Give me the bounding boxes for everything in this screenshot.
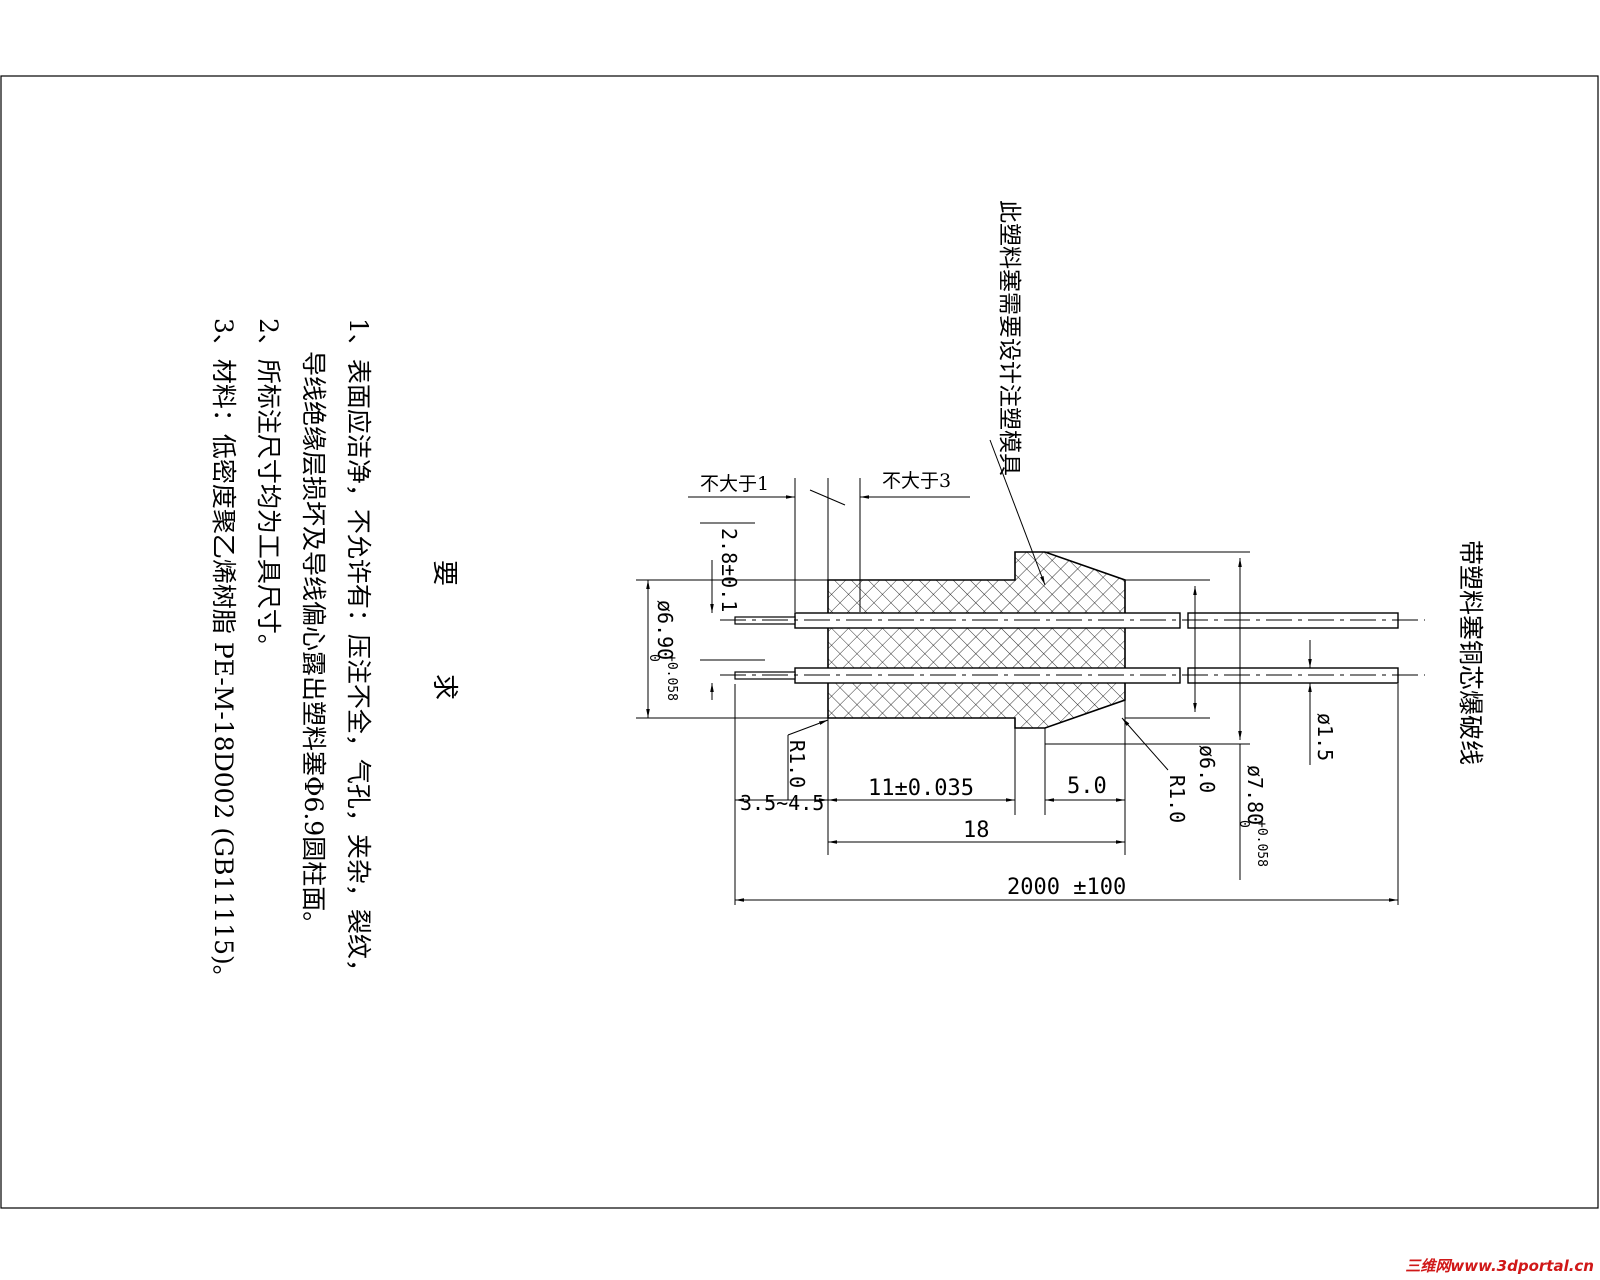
plug-note-label: 此塑料塞需要设计注塑模具: [996, 200, 1022, 476]
wire-centerlines: [720, 619, 1425, 676]
dim-length-5: 5.0: [1067, 774, 1107, 799]
drawing-frame: [0, 75, 1599, 1209]
dim-length-11: 11±0.035: [868, 776, 974, 801]
svg-text:0: 0: [1236, 820, 1251, 828]
dim-r-right: R1.0: [1165, 775, 1189, 823]
svg-text:+0.058: +0.058: [1254, 820, 1269, 867]
svg-text:+0.058: +0.058: [664, 654, 679, 701]
svg-text:0: 0: [646, 654, 661, 662]
dim-phi-7-80: ø7.80 +0.058 0: [1236, 765, 1269, 867]
dim-strip-length: 3.5~4.5: [740, 791, 824, 815]
requirement-item-2: 2、所标注尺寸均为工具尺寸。: [254, 318, 283, 659]
dimension-lines: [636, 439, 1399, 905]
wire-lower: [794, 667, 1399, 684]
wire-title-label: 带塑料塞铜芯爆破线: [1456, 540, 1485, 765]
requirements-heading: 要 求: [429, 560, 459, 712]
requirement-item-1: 1、表面应洁净，不允许有：压注不全，气孔，夹杂，裂纹，: [344, 318, 373, 984]
requirement-item-1-cont: 导线绝缘层损坏及导线偏心露出塑料塞Φ6.9圆柱面。: [299, 318, 328, 936]
dim-max1: 不大于1: [700, 473, 769, 495]
wire-bare-ends: [734, 616, 796, 680]
dim-phi-1-5: ø1.5: [1313, 713, 1337, 761]
plastic-plug-body: [827, 551, 1126, 729]
requirements-block: 要 求 1、表面应洁净，不允许有：压注不全，气孔，夹杂，裂纹， 导线绝缘层损坏及…: [209, 318, 459, 990]
dim-length-18: 18: [963, 818, 990, 843]
svg-text:ø7.80: ø7.80: [1243, 765, 1267, 825]
dim-phi-6-90: ø6.90 +0.058 0: [646, 600, 679, 701]
wire-upper: [794, 612, 1399, 629]
svg-text:ø6.90: ø6.90: [653, 600, 677, 660]
dim-r-left: R1.0: [785, 740, 809, 788]
dim-max3: 不大于3: [882, 470, 951, 492]
watermark-logo: 三维网www.3dportal.cn: [1405, 1257, 1594, 1275]
dim-phi-6-0: ø6.0: [1195, 745, 1219, 793]
dim-total-length: 2000 ±100: [1007, 875, 1126, 900]
dim-2-8: 2.8±0.1: [717, 528, 741, 612]
requirement-item-3: 3、材料：低密度聚乙烯树脂 PE-M-18D002 (GB11115)。: [209, 318, 238, 990]
